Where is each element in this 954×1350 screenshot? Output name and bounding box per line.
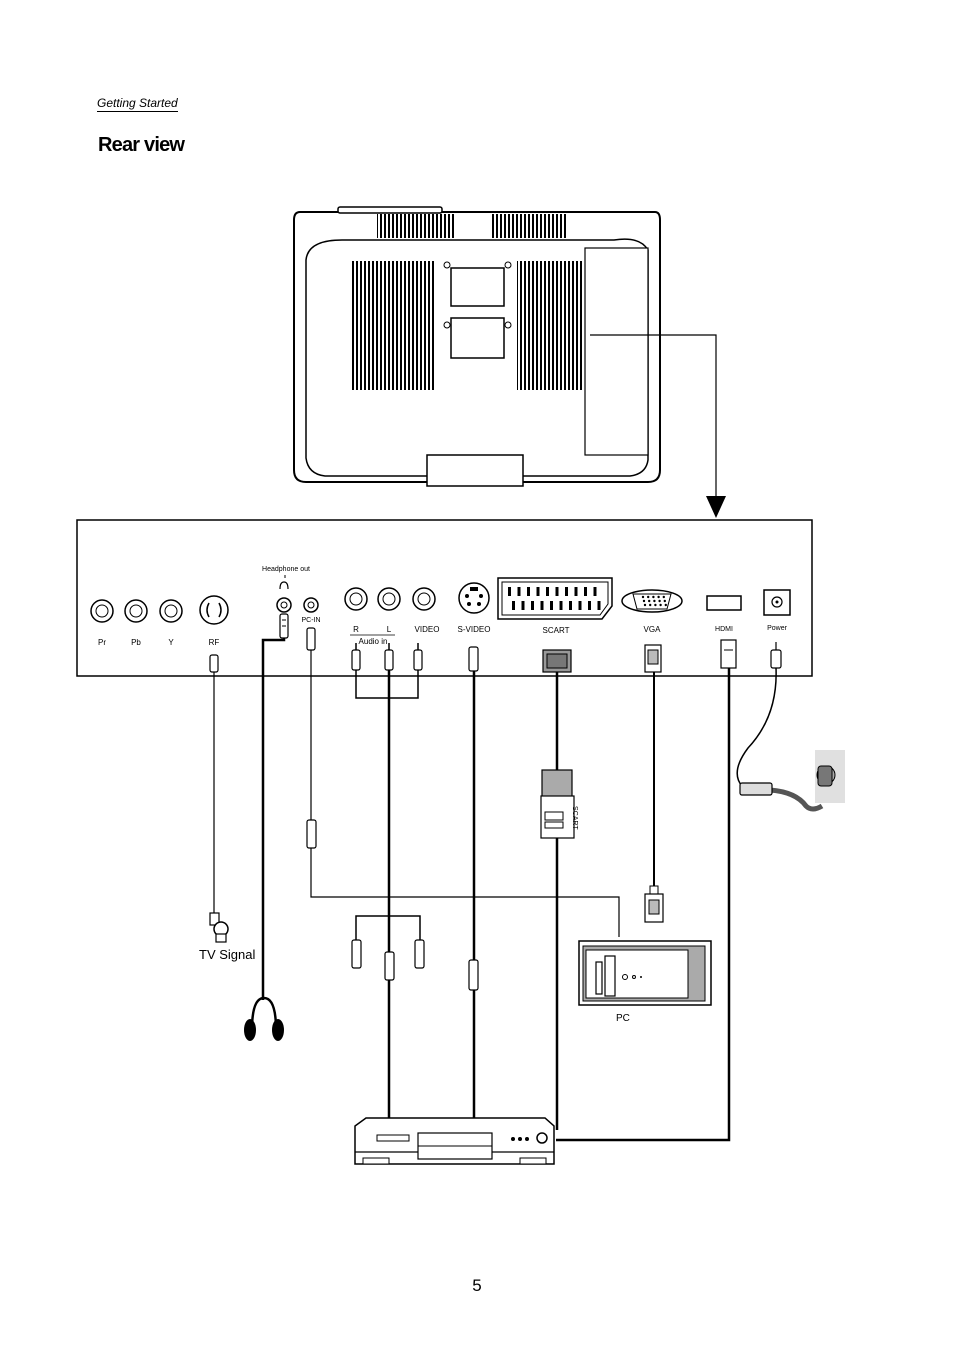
pb-jack (124, 599, 148, 623)
vga-pin (664, 603, 667, 607)
scart-pin (536, 587, 540, 596)
vga-pin (659, 603, 662, 607)
scart-pin (584, 587, 587, 596)
audio-in-label: Audio in (359, 637, 388, 646)
power-socket (763, 589, 791, 616)
dvd-player-icon (354, 1117, 555, 1165)
scart-plug-label: SCART (571, 806, 578, 830)
pc-label: PC (616, 1013, 630, 1024)
scart-pin (517, 587, 521, 596)
power-cord-plug (739, 782, 773, 796)
scart-pin (512, 601, 515, 610)
scart-pin (555, 587, 559, 596)
vga-pin (662, 595, 665, 599)
vga-pin (642, 599, 646, 603)
tv-signal-plug (209, 912, 229, 943)
connector-panel: Pr Pb Y RF Headphone out PC-IN R L Audio… (76, 519, 813, 680)
cables (213, 638, 824, 1142)
pb-label: Pb (131, 638, 141, 647)
hdmi-label: HDMI (715, 626, 733, 633)
page-title: Rear view (98, 134, 185, 156)
vga-pin (649, 603, 652, 607)
vga-cable-plug (644, 644, 662, 673)
scart-adapter: SCART (540, 769, 578, 839)
vga-pin (643, 603, 647, 607)
vga-label: VGA (644, 625, 662, 634)
audio-r-jack (344, 587, 368, 611)
pr-jack (90, 599, 114, 623)
scart-pin (550, 601, 553, 610)
scart-pin (521, 601, 525, 610)
scart-label: SCART (543, 626, 570, 635)
vga-pin (641, 595, 645, 599)
pc-in-label: PC-IN (301, 617, 320, 624)
dvd-audio-l-plug (384, 951, 395, 981)
scart-pin (559, 601, 563, 610)
page-number: 5 (472, 1276, 482, 1295)
vga-pin (653, 599, 656, 603)
tv-rear-view (293, 206, 726, 518)
scart-socket (497, 577, 613, 620)
scart-pin (565, 587, 568, 596)
s-video-plug (468, 646, 479, 672)
section-label: Getting Started (97, 96, 178, 112)
scart-cable-plug (542, 649, 572, 673)
rf-plug (209, 654, 219, 680)
pc-audio-inline-plug (306, 819, 317, 849)
s-video-label: S-VIDEO (458, 625, 491, 634)
tv-signal-label: TV Signal (199, 947, 255, 962)
pc-audio-plug (306, 627, 316, 651)
headphone-icon (279, 581, 289, 590)
dvd-audio-r-plug (351, 939, 362, 969)
video-label: VIDEO (415, 625, 440, 634)
pr-label: Pr (98, 638, 106, 647)
scart-pin (588, 601, 591, 610)
power-label: Power (767, 625, 788, 632)
scart-pin (531, 601, 534, 610)
scart-pin (597, 601, 601, 610)
scart-pin (540, 601, 544, 610)
scart-pin (574, 587, 578, 596)
scart-pin (569, 601, 572, 610)
scart-pin (593, 587, 597, 596)
hdmi-socket (706, 595, 742, 611)
scart-pin (578, 601, 582, 610)
rf-label: RF (209, 638, 220, 647)
vga-pin (657, 595, 660, 599)
vga-pin (658, 599, 661, 603)
y-label: Y (168, 638, 174, 647)
audio-r-label: R (353, 625, 359, 634)
headphone-jack (276, 597, 292, 613)
headphone-label: Headphone out (262, 566, 310, 573)
vga-pin (663, 599, 666, 603)
dvd-video-plug (414, 939, 425, 969)
vga-pin (652, 595, 655, 599)
scart-pin (527, 587, 530, 596)
vga-socket (621, 589, 683, 613)
dvd-s-video-plug (468, 959, 479, 991)
scart-pin (508, 587, 511, 596)
vga-pin (648, 599, 651, 603)
audio-r-plug (351, 643, 361, 671)
pc-tower-icon (578, 940, 712, 1006)
video-jack (412, 587, 436, 611)
wall-socket (739, 750, 845, 803)
headphones-icon (244, 996, 284, 1041)
audio-l-jack (377, 587, 401, 611)
hdmi-cable-plug (720, 639, 737, 669)
vga-pc-plug (644, 885, 664, 923)
s-video-jack (458, 582, 490, 614)
audio-l-label: L (387, 625, 392, 634)
y-jack (159, 599, 183, 623)
vga-pin (647, 595, 650, 599)
headphone-plug (279, 613, 289, 639)
rf-jack (199, 595, 229, 625)
scart-pin (546, 587, 549, 596)
pc-in-jack (303, 597, 319, 613)
vga-pin (654, 603, 657, 607)
